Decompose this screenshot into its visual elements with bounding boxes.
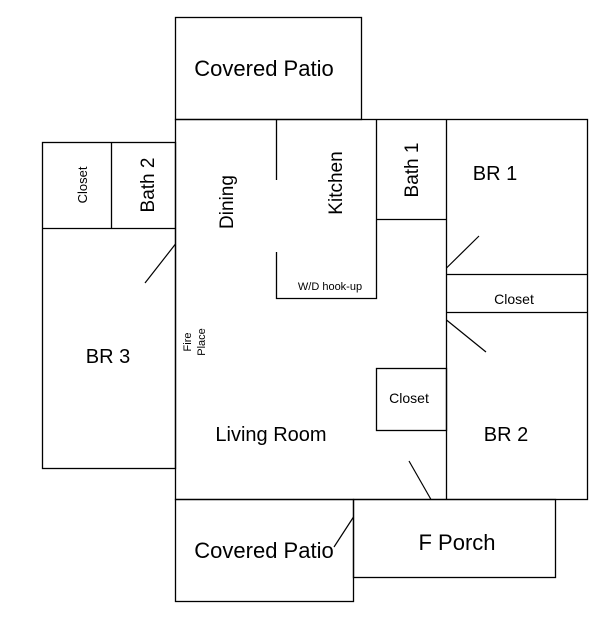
fireplace-label-line1: Fire	[182, 333, 194, 352]
dining-label: Dining	[217, 175, 238, 229]
fireplace-label-line2: Place	[196, 328, 208, 356]
closet-bath2-label: Closet	[75, 166, 90, 203]
kitchen-label: Kitchen	[326, 151, 347, 214]
door-patio-bottom	[333, 516, 355, 548]
living-closet-outline	[375, 367, 448, 432]
door-br2	[446, 319, 487, 353]
door-br3	[144, 243, 176, 284]
closet-br1-label: Closet	[494, 291, 534, 307]
covered-patio-top-label: Covered Patio	[194, 56, 333, 81]
br-1-label: BR 1	[473, 163, 517, 185]
bath-1-label: Bath 1	[402, 143, 423, 198]
left-wing-outline	[41, 141, 177, 470]
front-porch-outline	[352, 498, 557, 579]
covered-patio-bottom-label: Covered Patio	[194, 538, 333, 563]
wd-hookup-label: W/D hook-up	[298, 281, 362, 293]
bath-2-label: Bath 2	[138, 158, 159, 213]
wall-kitchen-hookup	[275, 219, 378, 300]
br-2-label: BR 2	[484, 424, 528, 446]
door-br1	[446, 235, 480, 269]
closet-living-label: Closet	[389, 390, 429, 406]
living-room-label: Living Room	[215, 424, 326, 446]
br-3-label: BR 3	[86, 346, 130, 368]
f-porch-label: F Porch	[418, 530, 495, 555]
door-front	[408, 460, 432, 500]
